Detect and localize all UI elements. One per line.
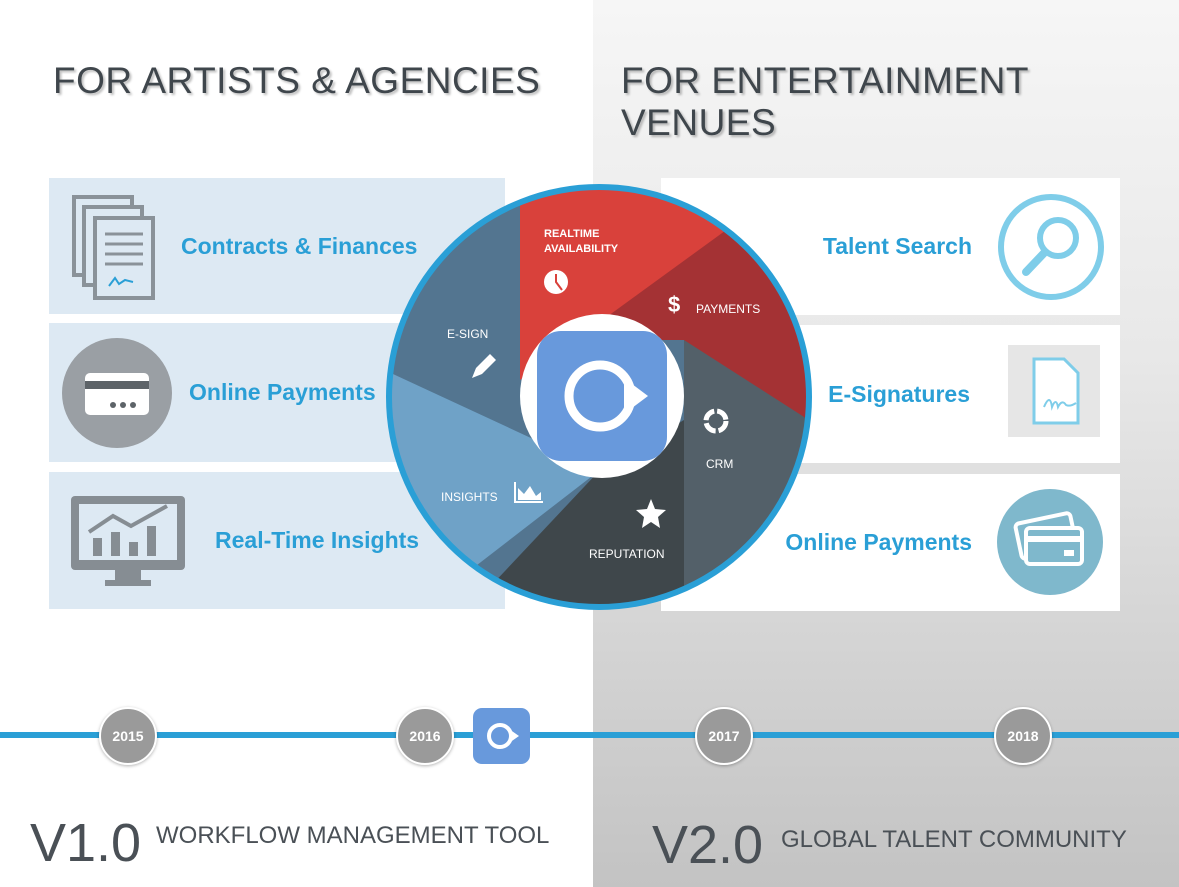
label-insights: INSIGHTS — [441, 490, 498, 504]
area-chart-icon — [514, 482, 543, 503]
clock-icon — [544, 270, 568, 294]
year-2017[interactable]: 2017 — [695, 707, 753, 765]
star-icon — [636, 499, 666, 528]
year-2015[interactable]: 2015 — [99, 707, 157, 765]
credit-card-icon — [997, 489, 1103, 595]
timeline-line — [0, 732, 1179, 738]
card-label: E-Signatures — [828, 380, 970, 407]
card-label: Contracts & Finances — [181, 232, 418, 259]
signature-document-icon — [1008, 345, 1100, 437]
label-availability: AVAILABILITY — [544, 243, 619, 255]
wheel-ring — [386, 184, 812, 610]
label-reputation: REPUTATION — [589, 547, 665, 561]
crm-cycle-icon — [703, 408, 729, 434]
label-esign: E-SIGN — [447, 327, 488, 341]
label-realtime: REALTIME — [544, 228, 599, 240]
card-label: Online Payments — [189, 379, 376, 405]
version-v2-title: GLOBAL TALENT COMMUNITY — [781, 826, 1127, 853]
label-payments: PAYMENTS — [696, 302, 760, 316]
version-v1: V1.0 — [30, 813, 142, 873]
year-2016[interactable]: 2016 — [396, 707, 454, 765]
documents-icon — [72, 195, 155, 300]
card-label: Real-Time Insights — [215, 527, 420, 553]
search-icon — [998, 194, 1104, 300]
version-v1-title: WORKFLOW MANAGEMENT TOOL — [156, 822, 550, 849]
venues-header: FOR ENTERTAINMENT VENUES — [621, 60, 1029, 143]
credit-card-icon — [62, 338, 172, 448]
card-label: Talent Search — [822, 233, 972, 259]
version-v2: V2.0 — [652, 815, 764, 875]
monitor-chart-icon — [71, 496, 185, 586]
pencil-icon — [472, 354, 496, 378]
label-crm: CRM — [706, 457, 733, 471]
card-label: Online Payments — [785, 529, 972, 555]
artists-header: FOR ARTISTS & AGENCIES — [53, 60, 541, 101]
year-2018[interactable]: 2018 — [994, 707, 1052, 765]
dollar-icon: $ — [668, 292, 680, 317]
logo-icon — [473, 708, 530, 764]
logo-icon — [537, 331, 667, 461]
